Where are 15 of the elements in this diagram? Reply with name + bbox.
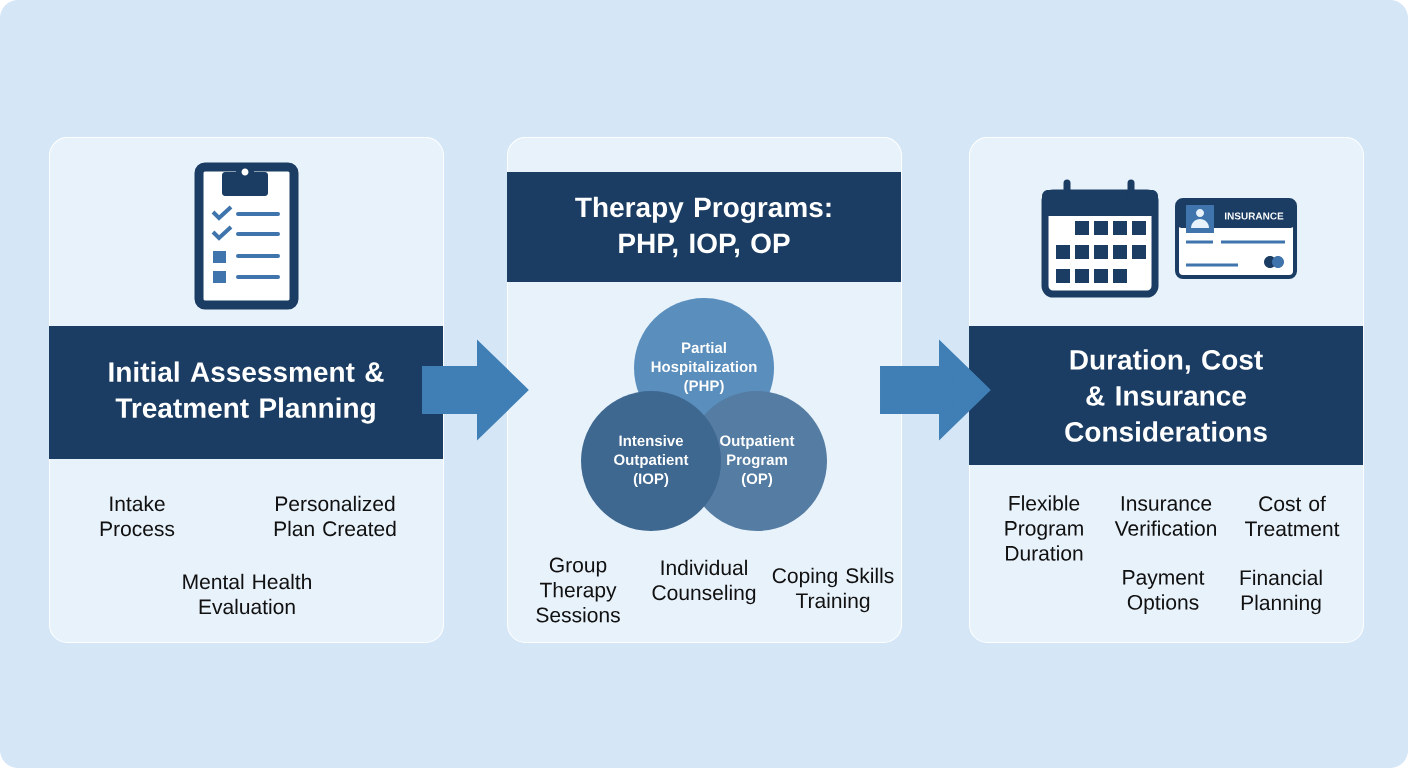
item-text: Mental Health Evaluation [183,573,311,615]
card-label: INSURANCE [1224,212,1284,220]
item-text: Intake Process [100,495,175,537]
item-text: Financial Planning [1240,569,1322,615]
item-text: Coping Skills Training [772,567,894,613]
item-text: Personalized Plan Created [274,495,396,537]
heading-band: Duration, Cost & Insurance Considerations [969,326,1363,465]
item-text: Insurance Verification [1114,496,1216,536]
heading-band: Initial Assessment & Treatment Planning [49,326,443,459]
heading-band: Therapy Programs: PHP, IOP, OP [507,172,901,282]
item-text: Group Therapy Sessions [536,557,620,623]
item-text: Payment Options [1123,570,1205,614]
item-text: Flexible Program Duration [1005,495,1083,561]
item-text: Cost of Treatment [1245,495,1340,537]
item-text: Individual Counseling [652,559,756,605]
